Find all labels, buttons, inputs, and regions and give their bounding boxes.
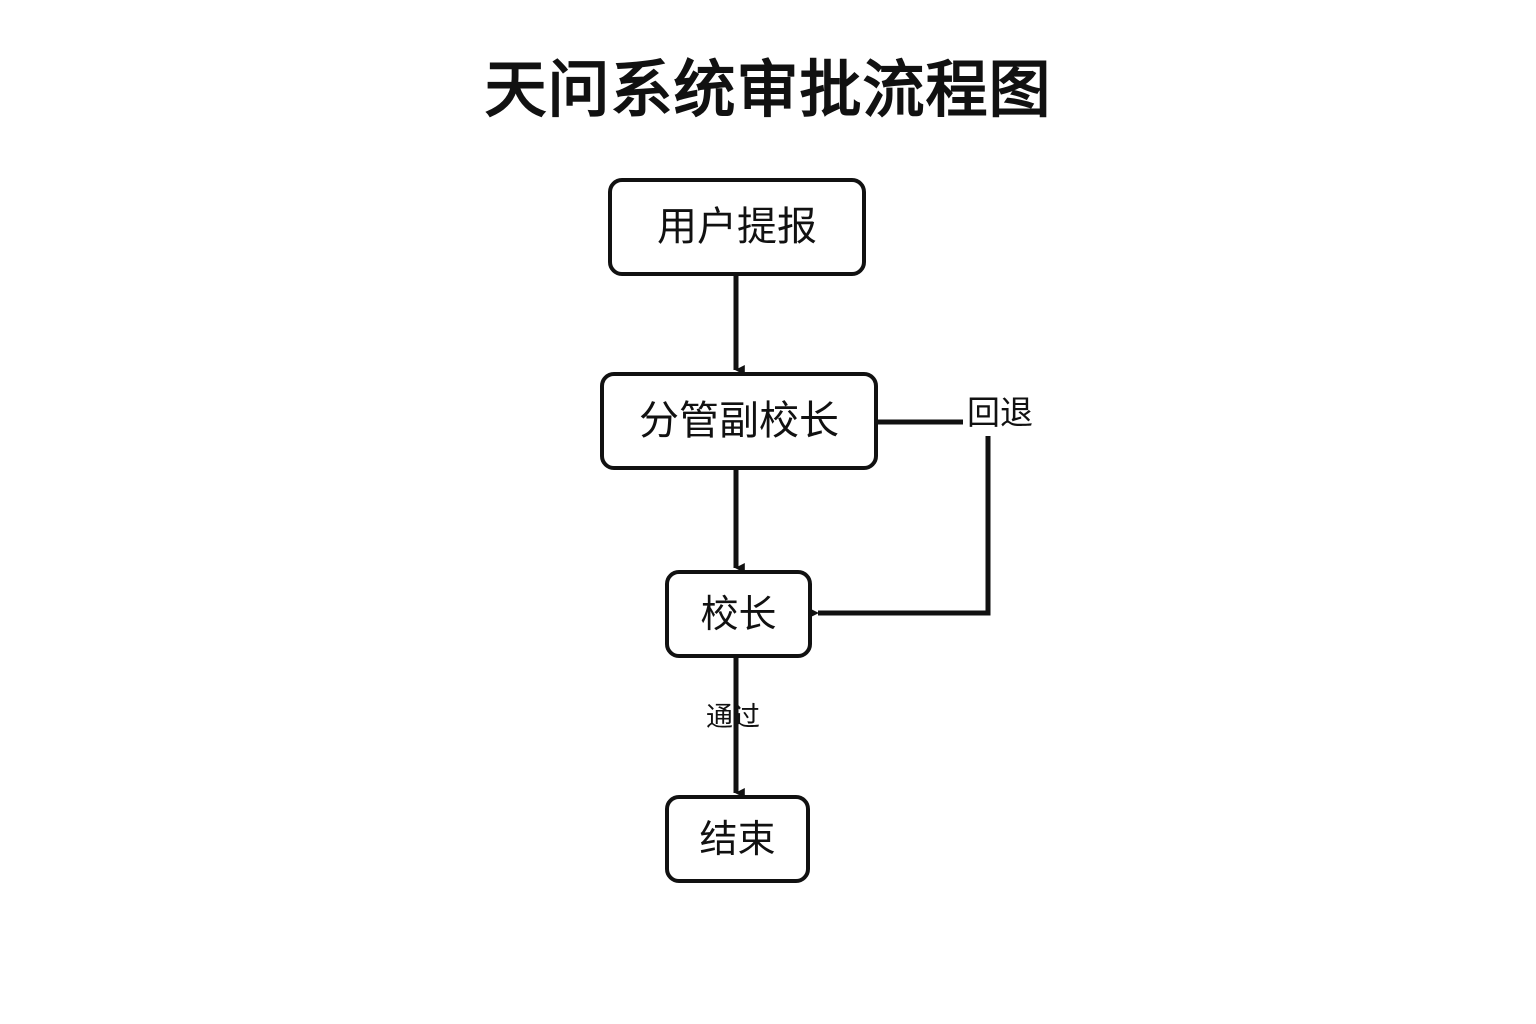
flow-node-end-label: 结束: [699, 817, 776, 861]
connector-reject-return-to-principal: [808, 436, 991, 618]
flow-node-submit[interactable]: 用户提报: [608, 178, 866, 276]
flow-node-principal-label: 校长: [700, 592, 777, 636]
flow-node-vice-principal-label: 分管副校长: [639, 398, 839, 444]
flow-node-submit-label: 用户提报: [657, 204, 817, 250]
flow-node-vice-principal[interactable]: 分管副校长: [600, 372, 878, 470]
flow-node-end[interactable]: 结束: [665, 795, 810, 883]
flow-node-principal[interactable]: 校长: [665, 570, 812, 658]
edge-label-reject: 回退: [963, 394, 1035, 431]
edge-label-pass: 通过: [706, 702, 760, 733]
page-title: 天问系统审批流程图: [484, 53, 1052, 126]
